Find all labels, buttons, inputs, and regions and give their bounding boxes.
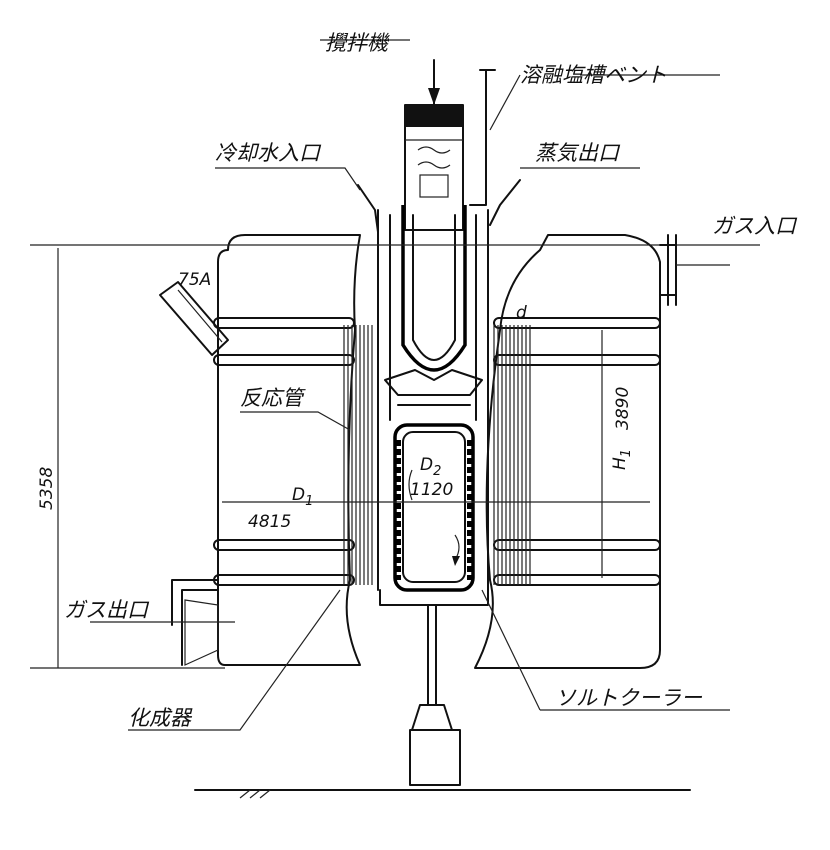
nozzle-75a [159, 281, 229, 356]
synthesizer-label: 化成器 [128, 706, 193, 730]
leader-lines [128, 39, 730, 731]
reaction-tube-label: 反応管 [240, 386, 306, 410]
h1-value: 3890 [613, 387, 633, 430]
gas-inlet-label: ガス入口 [712, 214, 798, 238]
gas-inlet-pipe [659, 234, 730, 306]
salt-cooler-label: ソルトクーラー [555, 686, 703, 710]
central-core [377, 205, 489, 606]
reaction-tube-bundle-right [493, 325, 531, 585]
inner-diameter-value: 1120 [410, 480, 453, 500]
vessel-bands [213, 317, 661, 586]
height-dimension-line [30, 248, 225, 669]
agitator-housing [404, 59, 464, 231]
gas-outlet-pipe [90, 579, 235, 666]
tube-diameter-symbol: d [516, 303, 527, 323]
total-height-label: 5358 [37, 467, 57, 510]
cooling-water-inlet-label: 冷却水入口 [215, 141, 322, 165]
h1-symbol: H1 [610, 449, 634, 470]
steam-outlet-label: 蒸気出口 [535, 141, 621, 165]
inner-diameter-symbol: D2 [420, 455, 441, 479]
gas-outlet-label: ガス出口 [64, 598, 150, 622]
molten-salt-vent-label: 溶融塩槽ベント [520, 63, 667, 87]
steam-outlet-pipe [489, 179, 521, 226]
reaction-tube-bundle-left [343, 325, 373, 585]
agitator-label: 攪拌機 [325, 31, 390, 55]
outer-diameter-symbol: D1 [292, 485, 313, 509]
salt-cooler-stem [194, 604, 691, 799]
cooling-water-inlet-pipe [357, 184, 379, 233]
outer-diameter-value: 4815 [248, 512, 291, 532]
pipe-size-label: 75A [178, 270, 211, 290]
vent-pipe [469, 69, 496, 206]
